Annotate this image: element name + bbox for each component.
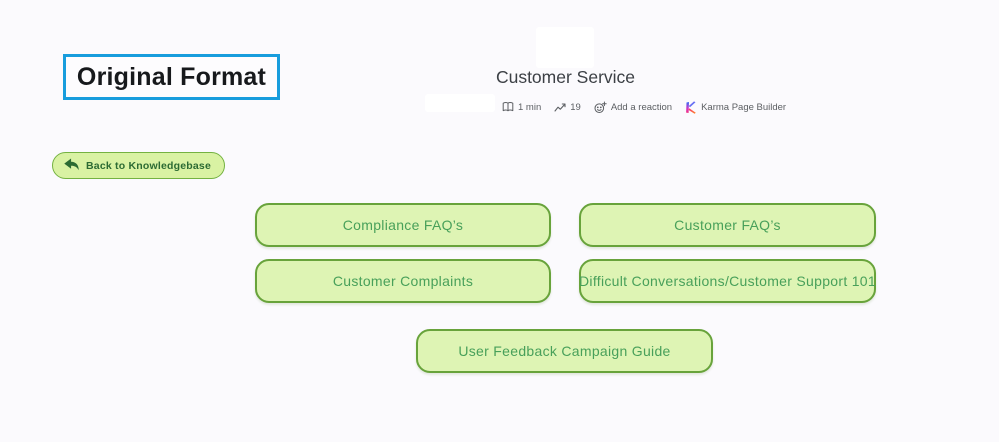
read-time-label: 1 min [518, 101, 542, 113]
page-builder-credit[interactable]: Karma Page Builder [685, 100, 787, 114]
read-time: 1 min [502, 101, 541, 113]
karma-logo-icon [685, 100, 697, 114]
article-meta-row: 1 min 19 Add a reaction [502, 99, 786, 115]
nav-button-difficult-conversations[interactable]: Difficult Conversations/Customer Support… [579, 259, 876, 303]
add-reaction-button[interactable]: Add a reaction [594, 101, 672, 114]
trending-chart-icon [554, 101, 566, 113]
smiley-plus-icon [594, 101, 607, 114]
annotation-box: Original Format [63, 54, 280, 100]
view-count: 19 [554, 101, 581, 113]
back-to-knowledgebase-button[interactable]: Back to Knowledgebase [52, 152, 225, 179]
back-arrow-icon [63, 158, 80, 174]
page-title: Customer Service [495, 67, 636, 87]
annotation-label: Original Format [76, 62, 267, 91]
nav-button-user-feedback-guide[interactable]: User Feedback Campaign Guide [416, 329, 713, 373]
back-button-label: Back to Knowledgebase [86, 159, 211, 172]
book-icon [502, 101, 514, 113]
nav-button-customer-complaints[interactable]: Customer Complaints [255, 259, 551, 303]
add-reaction-label: Add a reaction [610, 101, 673, 113]
redacted-block-author [425, 94, 495, 112]
nav-button-compliance-faqs[interactable]: Compliance FAQ’s [255, 203, 551, 247]
page-builder-label: Karma Page Builder [701, 101, 787, 113]
view-count-label: 19 [570, 101, 581, 113]
nav-button-customer-faqs[interactable]: Customer FAQ’s [579, 203, 876, 247]
redacted-block-logo [536, 27, 594, 68]
